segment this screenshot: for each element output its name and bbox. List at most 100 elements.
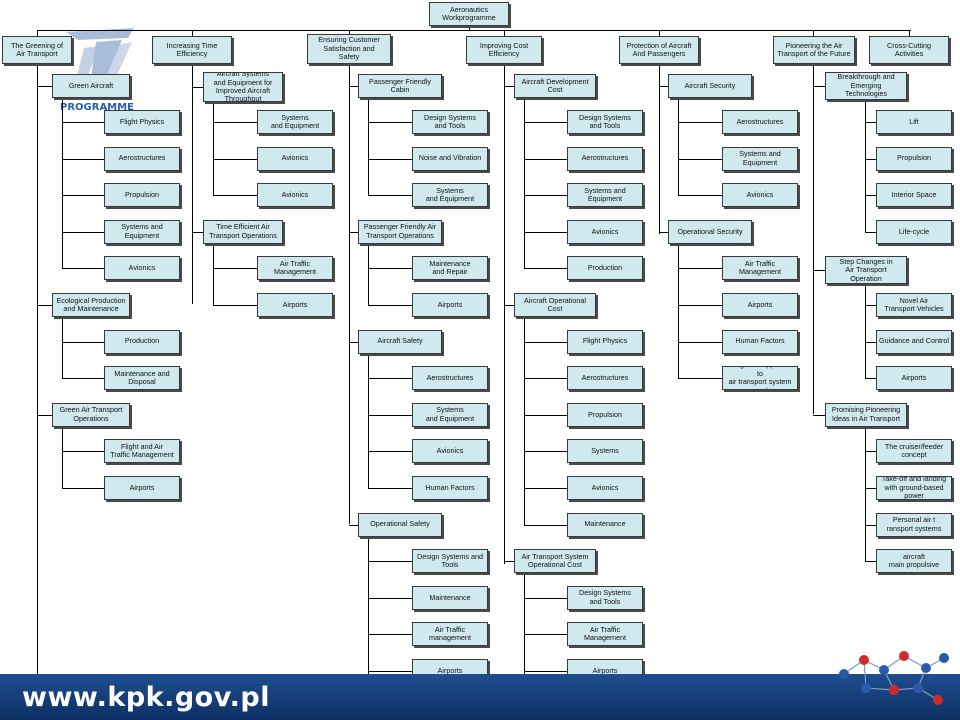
connector-line: [524, 158, 567, 160]
node-a2: Aerostructures: [104, 146, 180, 171]
connector-line: [62, 451, 104, 453]
connector-line: [678, 98, 679, 196]
connector-line: [349, 64, 350, 524]
node-a4: Systems and Equipment: [104, 219, 180, 244]
connector-line: [192, 87, 203, 88]
node-h1: Lift: [876, 110, 952, 134]
node-d6: Aerostructures: [412, 366, 488, 391]
node-b1: Systems and Equipment: [257, 110, 333, 134]
connector-line: [659, 64, 660, 234]
connector-line: [524, 524, 567, 526]
connector-line: [62, 341, 104, 343]
node-e13: Air Traffic Management: [567, 622, 643, 647]
connector-line: [213, 243, 214, 305]
node-f4: Air Traffic Management: [722, 256, 798, 281]
connector-line: [524, 231, 567, 233]
connector-line: [37, 30, 38, 36]
node-f2: Systems and Equipment: [722, 146, 798, 171]
node-s3c: Aircraft Safety: [358, 329, 442, 354]
connector-line: [865, 488, 876, 489]
connector-line: [524, 634, 567, 636]
node-d3: Systems and Equipment: [412, 183, 488, 208]
node-s3b: Passenger Friendly Air Transport Operati…: [358, 219, 442, 244]
node-s4a: Aircraft Development Cost: [514, 74, 596, 98]
connector-line: [368, 305, 412, 306]
connector-line: [524, 195, 567, 197]
connector-line: [524, 597, 567, 599]
node-e10: Avionics: [567, 476, 643, 500]
connector-line: [678, 122, 722, 123]
connector-line: [865, 231, 876, 233]
connector-line: [524, 317, 525, 525]
connector-line: [504, 561, 514, 563]
connector-line: [37, 64, 38, 684]
node-f7: Integrated approach to air transport sys…: [722, 366, 798, 391]
connector-line: [865, 378, 876, 380]
connector-line: [524, 378, 567, 380]
connector-line: [865, 284, 866, 379]
connector-line: [192, 231, 203, 233]
connector-line: [62, 378, 104, 380]
connector-line: [504, 64, 505, 564]
node-e11: Maintenance: [567, 512, 643, 537]
connector-line: [865, 158, 876, 160]
node-s4c: Air Transport System Operational Cost: [514, 549, 596, 574]
connector-line: [504, 86, 514, 87]
connector-line: [524, 573, 525, 708]
footer-banner: www.kpk.gov.pl: [0, 674, 960, 720]
node-e1: Design Systems and Tools: [567, 110, 643, 134]
connector-line: [213, 195, 257, 197]
connector-line: [62, 317, 63, 379]
node-a7: Maintenance and Disposal: [104, 366, 180, 391]
connector-line: [659, 30, 660, 36]
connector-line: [678, 341, 722, 343]
connector-line: [678, 243, 679, 379]
node-b2: Avionics: [257, 146, 333, 171]
connector-line: [504, 30, 505, 36]
connector-line: [659, 231, 668, 233]
node-g1: Step Changes in Air Transport Operation: [825, 256, 907, 285]
connector-line: [368, 561, 412, 563]
connector-line: [62, 268, 104, 270]
node-d11: Maintenance: [412, 585, 488, 610]
node-b4: Air Traffic Management: [257, 256, 333, 281]
connector-line: [349, 231, 358, 233]
node-h2: Propulsion: [876, 146, 952, 171]
connector-line: [368, 353, 369, 488]
node-c3: Ensuring Customer Satisfaction and Safet…: [307, 34, 391, 64]
node-root: Aeronautics Workprogramme: [429, 2, 509, 26]
node-h4: Life-cycle: [876, 219, 952, 244]
connector-line: [368, 536, 369, 708]
connector-line: [368, 451, 412, 453]
connector-line: [192, 30, 193, 36]
connector-line: [524, 122, 567, 123]
connector-line: [813, 30, 814, 36]
node-s6a: Breakthrough and Emerging Technologies: [825, 72, 907, 100]
connector-line: [349, 30, 350, 36]
node-c7: Cross-Cutting Activities: [869, 36, 949, 64]
connector-line: [62, 231, 104, 233]
connector-line: [813, 86, 825, 87]
node-e4: Avionics: [567, 219, 643, 244]
connector-line: [368, 268, 412, 270]
node-h7: Airports: [876, 366, 952, 391]
connector-line: [524, 268, 567, 270]
connector-line: [368, 414, 412, 416]
node-h3: Interior Space: [876, 183, 952, 208]
node-a3: Propulsion: [104, 183, 180, 208]
node-s1a: Green Aircraft: [52, 74, 130, 98]
connector-line: [368, 634, 412, 636]
node-d5: Airports: [412, 293, 488, 317]
connector-line: [37, 305, 52, 306]
connector-line: [865, 341, 876, 343]
node-d8: Avionics: [412, 439, 488, 464]
node-c1: The Greening of Air Transport: [2, 36, 72, 64]
connector-line: [37, 414, 52, 416]
connector-line: [813, 270, 825, 272]
node-s2b: Time Efficient Air Transport Operations: [203, 219, 283, 244]
connector-line: [909, 30, 910, 36]
node-e12: Design Systems and Tools: [567, 585, 643, 610]
footer-url[interactable]: www.kpk.gov.pl: [22, 682, 270, 713]
connector-line: [349, 524, 358, 526]
connector-line: [368, 158, 412, 160]
